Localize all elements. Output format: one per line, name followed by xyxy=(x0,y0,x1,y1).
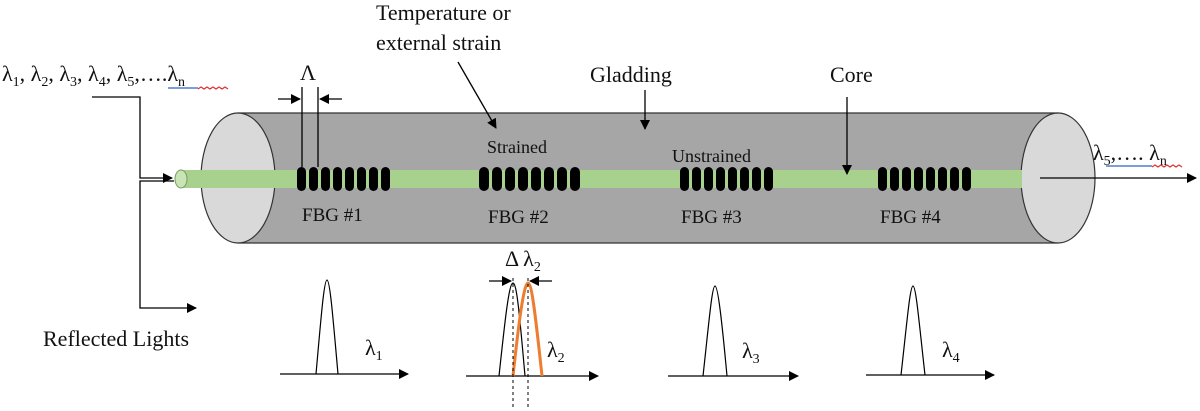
reflected-light-arrow xyxy=(139,180,197,313)
spellcheck-underline-red xyxy=(197,86,229,90)
output-spellcheck-underline-red xyxy=(1151,164,1183,168)
grating-period-marker: Λ xyxy=(278,60,342,167)
fbg-1-label: FBG #1 xyxy=(302,205,363,226)
spectrum-fbg-3: λ3 xyxy=(668,285,799,381)
grating-period-label: Λ xyxy=(300,60,316,85)
reflected-lights-label: Reflected Lights xyxy=(43,326,189,351)
input-light-arrow xyxy=(92,96,173,183)
strain-pointer-arrow xyxy=(457,61,497,129)
core-label: Core xyxy=(830,62,873,87)
spectrum-4-label: λ4 xyxy=(942,337,960,366)
spectrum-3-peak xyxy=(702,285,728,377)
spectrum-1-label: λ1 xyxy=(365,335,383,364)
spectrum-4-peak xyxy=(900,285,926,376)
fbg-4-label: FBG #4 xyxy=(880,207,941,228)
spectrum-fbg-4: λ4 xyxy=(866,285,995,380)
fbg-4-grating xyxy=(878,167,971,191)
temperature-label-line1: Temperature or xyxy=(376,0,511,25)
unstrained-label: Unstrained xyxy=(672,146,751,166)
core-entry-face xyxy=(174,169,188,189)
spectrum-fbg-1: λ1 xyxy=(280,279,409,379)
output-wavelengths: λ5,…. λn xyxy=(1093,140,1167,169)
fbg-3-label: FBG #3 xyxy=(681,207,742,228)
spectrum-2-shifted-peak xyxy=(511,281,544,377)
fbg-2-label: FBG #2 xyxy=(488,207,549,228)
temperature-label-line2: external strain xyxy=(376,30,501,55)
gladding-label: Gladding xyxy=(590,62,672,87)
input-wavelengths: λ1, λ2, λ3, λ4, λ5,….λn xyxy=(2,61,185,90)
fbg-2-grating xyxy=(479,167,580,191)
fbg-3-grating xyxy=(680,167,773,191)
fiber-core xyxy=(180,170,1022,188)
spectrum-2-label: λ2 xyxy=(547,337,565,366)
spectrum-3-label: λ3 xyxy=(742,338,760,367)
spectrum-2-original-peak xyxy=(498,282,526,377)
fbg-1-grating xyxy=(297,167,390,191)
strained-label: Strained xyxy=(487,137,547,157)
spectrum-1-peak xyxy=(315,279,339,375)
